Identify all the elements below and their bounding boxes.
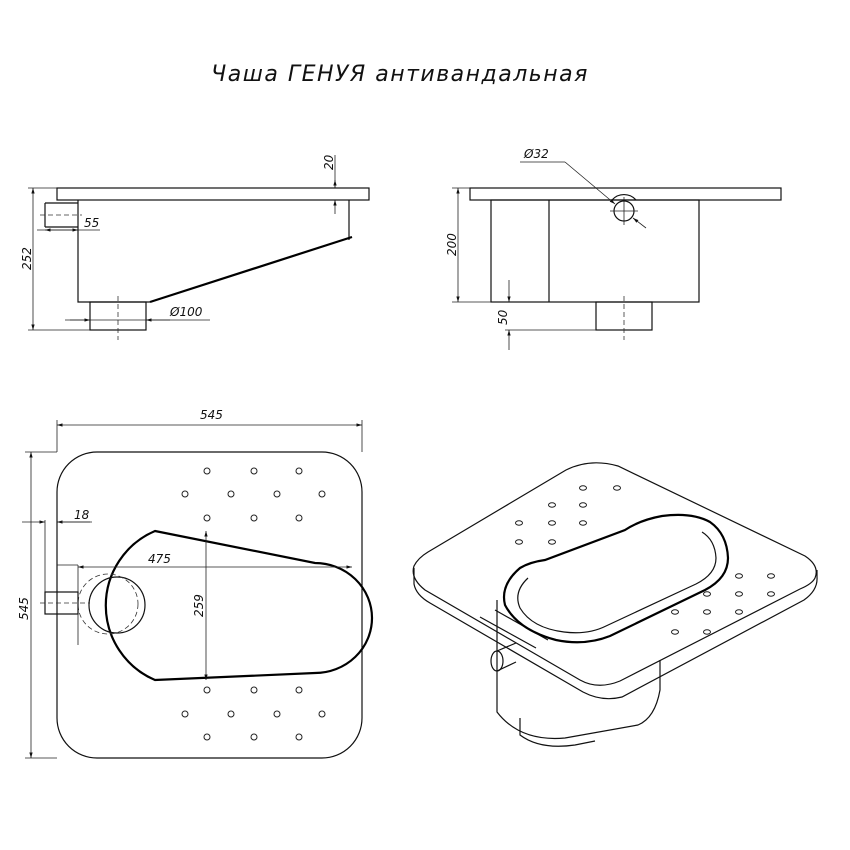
plan-outline	[56, 451, 363, 759]
drawing-title: Чаша ГЕНУЯ антивандальная	[211, 62, 589, 87]
iso-bowl	[502, 513, 730, 644]
isometric-view	[412, 462, 818, 747]
side-view: 252 20 55 Ø100	[20, 154, 370, 340]
side-top-plate	[56, 187, 370, 201]
iso-holes-right	[671, 573, 775, 635]
plan-drain-circle	[88, 576, 146, 634]
iso-underside	[496, 600, 661, 740]
front-view: Ø32 200 50	[445, 147, 782, 350]
dim-plan-bowl-length: 475	[148, 552, 171, 566]
dim-side-pipe: 55	[84, 216, 99, 230]
plan-bowl	[104, 529, 374, 682]
plan-holes-bottom	[181, 686, 326, 741]
plan-view: 545 545 18 475 259	[17, 408, 374, 759]
dim-side-drain: Ø100	[169, 305, 203, 319]
dim-plan-width: 545	[200, 408, 223, 422]
dim-side-height: 252	[20, 247, 34, 270]
dim-front-bottom: 50	[496, 309, 510, 325]
dim-front-inlet: Ø32	[523, 147, 549, 161]
dim-plan-height: 545	[17, 597, 31, 620]
dim-front-height: 200	[445, 233, 459, 256]
front-body	[490, 199, 700, 303]
iso-holes-left	[515, 485, 621, 545]
iso-top-plate	[412, 462, 817, 686]
front-top-plate	[469, 187, 782, 201]
dim-side-top: 20	[322, 154, 336, 170]
dim-plan-bowl-width: 259	[192, 594, 206, 617]
dim-plan-pipe: 18	[74, 508, 90, 522]
plan-holes-top	[181, 467, 326, 522]
side-slope	[149, 235, 353, 304]
